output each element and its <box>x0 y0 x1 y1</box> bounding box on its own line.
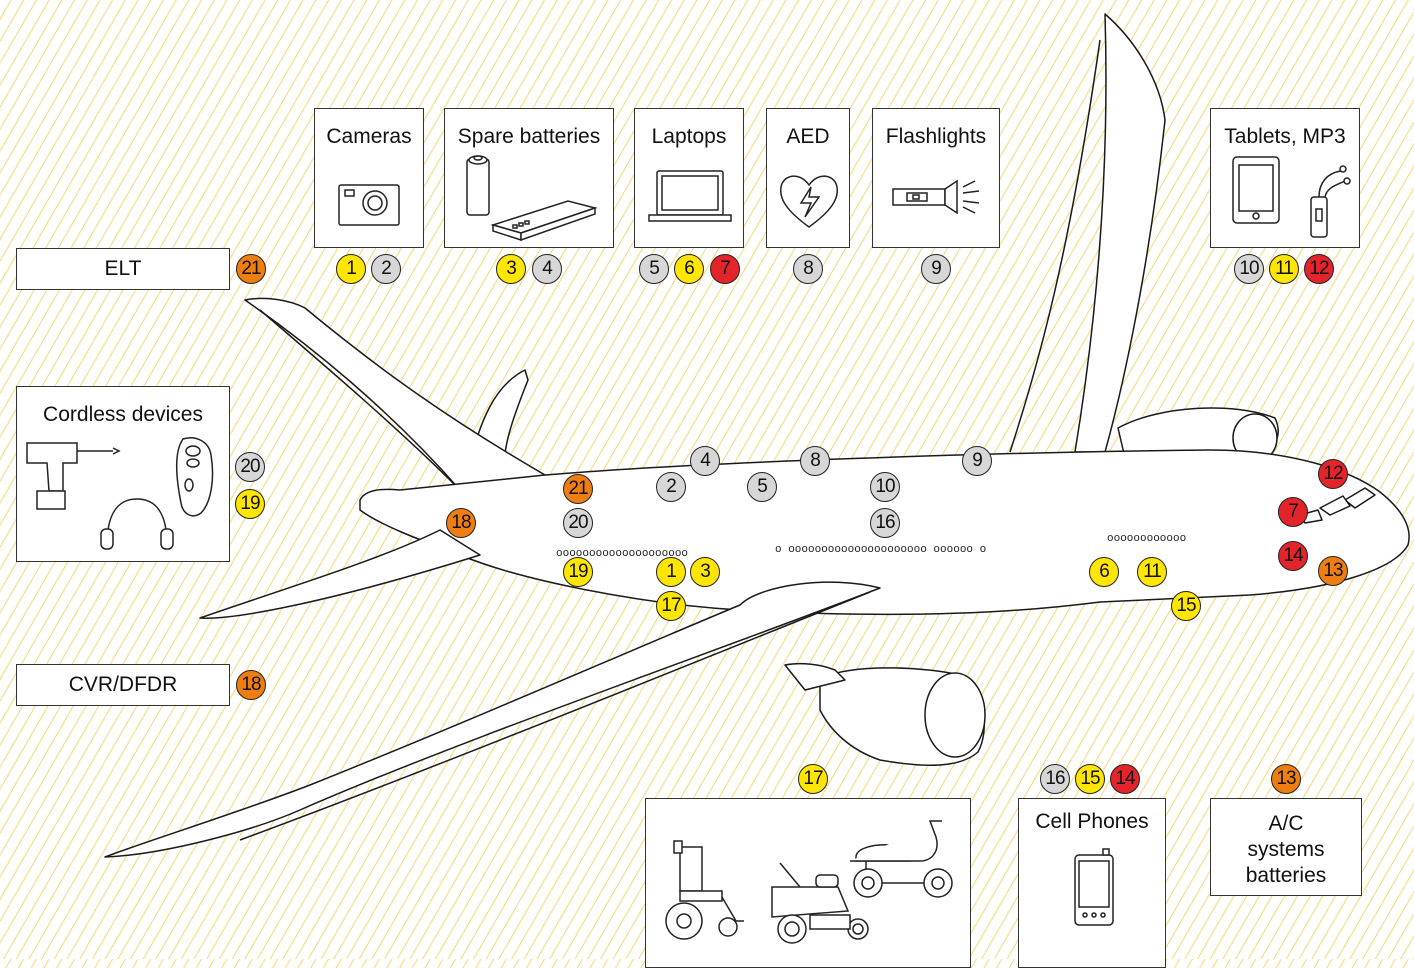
tablets-label: Tablets, MP3 <box>1224 125 1346 148</box>
horizontal-stabilizer <box>244 297 546 491</box>
plane-marker-9: 9 <box>962 446 992 476</box>
plane-marker-17: 17 <box>656 591 686 621</box>
flashlights-box: Flashlights <box>872 108 1000 248</box>
badge-laptops-5: 5 <box>639 254 669 284</box>
cameras-box: Cameras <box>314 108 424 248</box>
cell-phones-label: Cell Phones <box>1035 810 1149 833</box>
plane-marker-15: 15 <box>1171 591 1201 621</box>
badge-batteries-3: 3 <box>496 254 526 284</box>
drill-headphones-shaver-icon <box>26 437 214 550</box>
badge-aed-8: 8 <box>793 254 823 284</box>
plane-marker-13: 13 <box>1318 556 1348 586</box>
cordless-devices-label: Cordless devices <box>43 403 203 426</box>
plane-marker-18: 18 <box>446 508 476 538</box>
plane-marker-11: 11 <box>1137 557 1167 587</box>
plane-marker-12: 12 <box>1318 459 1348 489</box>
wheelchair-mower-scooter-icon <box>665 820 953 944</box>
badge-batteries-4: 4 <box>532 254 562 284</box>
badge-cordless-19: 19 <box>235 489 265 519</box>
window-row-front: oooooooooooo <box>1107 533 1186 545</box>
plane-marker-1: 1 <box>656 557 686 587</box>
badge-cameras-1: 1 <box>336 254 366 284</box>
cvr-dfdr-label: CVR/DFDR <box>68 673 178 696</box>
laptop-icon <box>648 170 732 222</box>
elt-box: ELT <box>16 248 230 290</box>
badge-cvr-18: 18 <box>236 670 266 700</box>
plane-marker-19: 19 <box>563 557 593 587</box>
ac-systems-line-1: A/C <box>1268 812 1304 835</box>
ac-systems-label: A/C systems batteries <box>1211 811 1361 889</box>
badge-ac-13: 13 <box>1271 764 1301 794</box>
spare-batteries-box: Spare batteries <box>444 108 614 248</box>
flashlights-label: Flashlights <box>885 125 987 148</box>
lower-stabilizer <box>199 529 481 619</box>
ac-systems-batteries-box: A/C systems batteries <box>1210 798 1362 896</box>
spare-batteries-label: Spare batteries <box>457 125 601 148</box>
flashlight-icon <box>892 179 980 215</box>
aed-label: AED <box>786 125 830 148</box>
cell-phone-icon <box>1074 848 1114 926</box>
tablets-box: Tablets, MP3 <box>1210 108 1360 248</box>
plane-marker-14: 14 <box>1278 541 1308 571</box>
tablet-mp3-icon <box>1232 156 1351 238</box>
upper-wing <box>1074 13 1166 453</box>
badge-phones-16: 16 <box>1040 764 1070 794</box>
elt-label: ELT <box>104 257 142 280</box>
plane-marker-21: 21 <box>563 474 593 504</box>
plane-marker-6: 6 <box>1089 557 1119 587</box>
plane-marker-8: 8 <box>800 446 830 476</box>
camera-icon <box>338 184 400 226</box>
plane-marker-3: 3 <box>690 557 720 587</box>
ac-systems-line-3: batteries <box>1245 864 1327 887</box>
badge-phones-15: 15 <box>1075 764 1105 794</box>
plane-marker-2: 2 <box>656 472 686 502</box>
plane-marker-10: 10 <box>870 472 900 502</box>
badge-phones-14: 14 <box>1110 764 1140 794</box>
cvr-dfdr-box: CVR/DFDR <box>16 664 230 706</box>
badge-laptops-7: 7 <box>710 254 740 284</box>
plane-marker-20: 20 <box>563 508 593 538</box>
plane-marker-4: 4 <box>690 446 720 476</box>
window-row-rear: oooooooooooooooooooo <box>556 548 688 560</box>
badge-cordless-20: 20 <box>235 452 265 482</box>
badge-tablets-11: 11 <box>1269 254 1299 284</box>
badge-mobility-17: 17 <box>798 764 828 794</box>
laptops-label: Laptops <box>651 125 727 148</box>
heart-defibrillator-icon <box>779 175 839 228</box>
window-row-mid: o ooooooooooooooooooooo oooooo o <box>775 544 986 556</box>
badge-elt-21: 21 <box>236 254 266 284</box>
aed-box: AED <box>766 108 850 248</box>
badge-flashlights-9: 9 <box>921 254 951 284</box>
badge-tablets-10: 10 <box>1234 254 1264 284</box>
cordless-devices-box: Cordless devices <box>16 386 230 562</box>
plane-marker-7: 7 <box>1278 497 1308 527</box>
ac-systems-line-2: systems <box>1247 838 1325 861</box>
cell-phones-box: Cell Phones <box>1018 798 1166 968</box>
badge-laptops-6: 6 <box>674 254 704 284</box>
badge-cameras-2: 2 <box>371 254 401 284</box>
plane-marker-5: 5 <box>747 472 777 502</box>
battery-icon <box>466 155 598 241</box>
badge-tablets-12: 12 <box>1304 254 1334 284</box>
cameras-label: Cameras <box>326 125 412 148</box>
plane-marker-16: 16 <box>870 508 900 538</box>
mobility-devices-box <box>645 798 971 968</box>
laptops-box: Laptops <box>634 108 744 248</box>
